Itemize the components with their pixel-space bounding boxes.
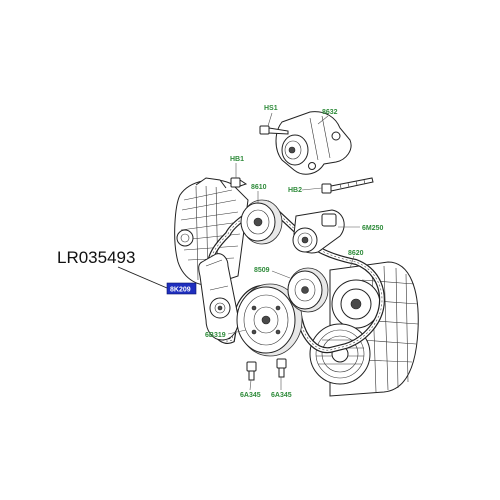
part-number-label: LR035493 <box>57 248 135 267</box>
label-hb2: HB2 <box>288 187 302 194</box>
alternator <box>174 177 249 286</box>
label-6a345-right: 6A345 <box>271 392 292 399</box>
label-6b319: 6B319 <box>205 332 226 339</box>
label-8620: 8620 <box>348 250 364 257</box>
bolt-hs1 <box>259 125 289 135</box>
pump-8632 <box>275 111 352 175</box>
label-hs1: HS1 <box>264 105 278 112</box>
highlight-box <box>166 282 197 295</box>
bolt-6a345-left <box>246 361 257 381</box>
bolt-hb1 <box>230 177 248 188</box>
crank-pulley-6b319 <box>236 283 303 357</box>
bolt-hb2 <box>321 177 374 194</box>
label-6a345-left: 6A345 <box>240 392 261 399</box>
tensioner-6m250 <box>292 209 345 254</box>
bolt-6a345-right <box>276 358 287 378</box>
label-8610: 8610 <box>251 184 267 191</box>
label-6m250: 6M250 <box>362 225 384 232</box>
label-8632: 8632 <box>322 109 338 116</box>
label-hb1: HB1 <box>230 156 244 163</box>
idler-pulley-8610 <box>240 199 283 245</box>
label-8k209: 8K209 <box>170 287 191 294</box>
tensioner-arm-8k209 <box>198 253 239 341</box>
leader-lines <box>117 112 360 391</box>
label-8509: 8509 <box>254 267 270 274</box>
idler-pulley-8509 <box>287 267 329 313</box>
